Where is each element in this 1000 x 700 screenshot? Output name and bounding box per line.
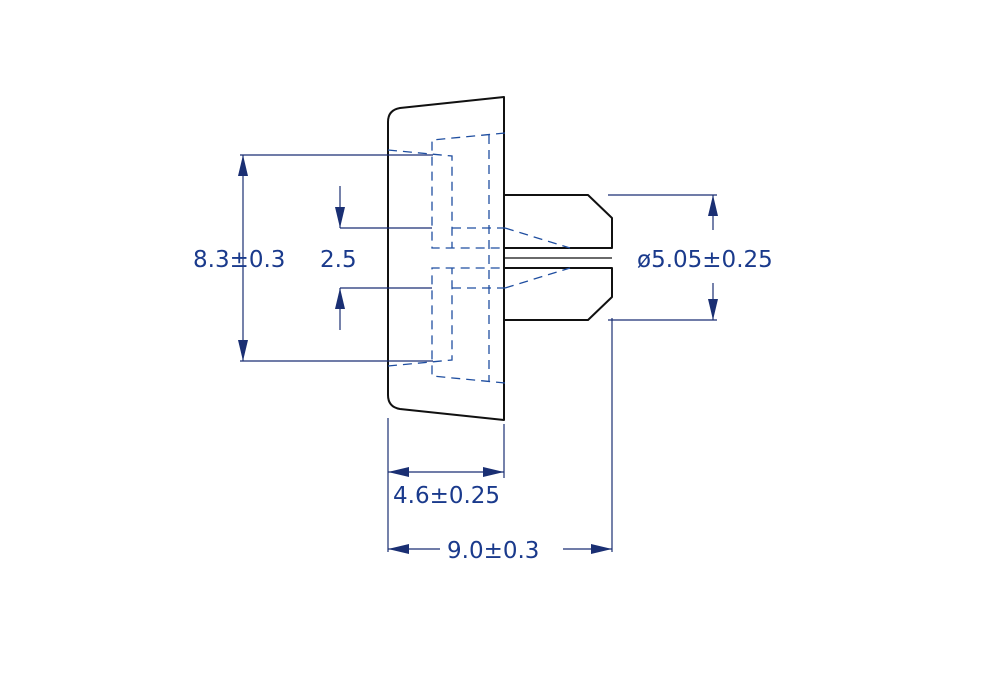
part-outline — [387, 96, 613, 421]
label-overall-length: 9.0±0.3 — [447, 538, 539, 564]
hidden-cone-upper — [431, 132, 506, 249]
lower-prong-outline — [504, 267, 613, 321]
hidden-taper-lower — [504, 267, 571, 289]
label-head-length: 4.6±0.25 — [393, 483, 500, 509]
hidden-cone-lower — [431, 267, 506, 384]
dim-overall-length — [388, 318, 613, 554]
hidden-taper-upper — [504, 227, 571, 249]
dim-head-length — [387, 418, 505, 552]
label-tip-diameter: ø5.05±0.25 — [637, 247, 773, 273]
label-slot-width: 2.5 — [320, 247, 357, 273]
hidden-lines — [387, 132, 571, 384]
dim-tip-diameter — [608, 194, 718, 321]
upper-prong-outline — [504, 194, 613, 249]
head-outline — [387, 96, 505, 421]
hidden-inner-lower — [387, 268, 453, 367]
dim-slot-width — [335, 186, 432, 330]
dim-overall-height — [238, 154, 433, 362]
hidden-inner-upper — [387, 149, 453, 248]
label-overall-height: 8.3±0.3 — [193, 247, 285, 273]
